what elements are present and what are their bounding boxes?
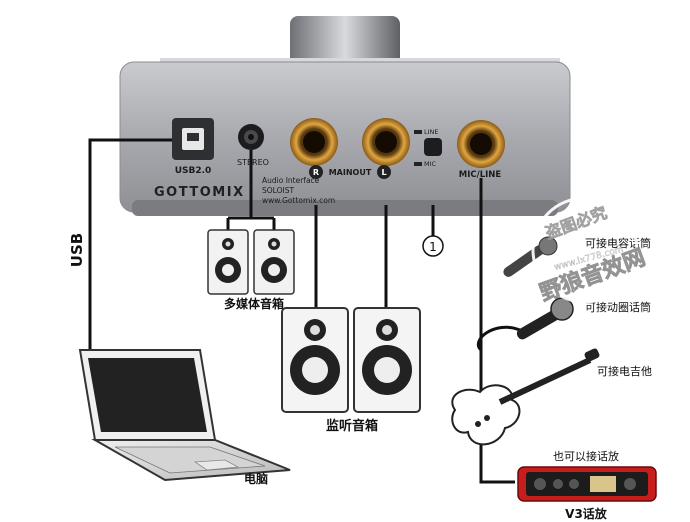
multimedia-speaker-left [207,229,249,295]
mixer-note-label: 也可以接话放 [553,449,619,463]
computer-label: 电脑 [244,471,268,486]
monitor-speakers: 监听音箱 [281,307,421,434]
mainout-label: MAINOUT [329,168,372,177]
monitor-speakers-label: 监听音箱 [326,418,378,434]
switch-marker [422,235,444,257]
multimedia-speakers: 多媒体音箱 [207,229,295,311]
condenser-mic [503,236,558,277]
laptop: 电脑 [78,349,291,486]
dynamic-mic-label: 可接动圈话筒 [585,300,651,314]
v3-mixer [517,466,657,502]
monitor-speaker-left [281,307,349,413]
volume-knob [290,16,400,68]
mainout-r-label: R [313,168,319,177]
usb-cable [88,138,172,350]
multimedia-speaker-right [253,229,295,295]
line-label: LINE [424,128,439,136]
multimedia-speakers-label: 多媒体音箱 [224,296,284,311]
monitor-speaker-right [353,307,421,413]
cables [88,138,521,484]
usb-port-label: USB2.0 [175,166,212,176]
device-subtitle: Audio Interface [262,176,320,185]
electric-guitar [451,348,600,446]
electric-guitar-label: 可接电吉他 [597,365,652,378]
audio-interface: USB2.0 STEREO R MAINOUT L LINE MIC MIC/L… [119,16,571,216]
v3-mixer-label: V3话放 [565,506,608,521]
usb-cable-label: USB [68,233,86,267]
line-mic-switch [424,138,442,156]
device-website: www.Gottomix.com [262,196,335,205]
stereo-label: STEREO [237,158,269,167]
switch-marker-number: 1 [429,240,437,254]
dynamic-mic [516,297,574,340]
mic-line-label: MIC/LINE [459,170,502,180]
brand-logo: GOTTOMIX [154,185,245,200]
mainout-l-label: L [381,168,386,177]
device-model: SOLOIST [262,186,294,195]
mic-label: MIC [424,160,437,168]
